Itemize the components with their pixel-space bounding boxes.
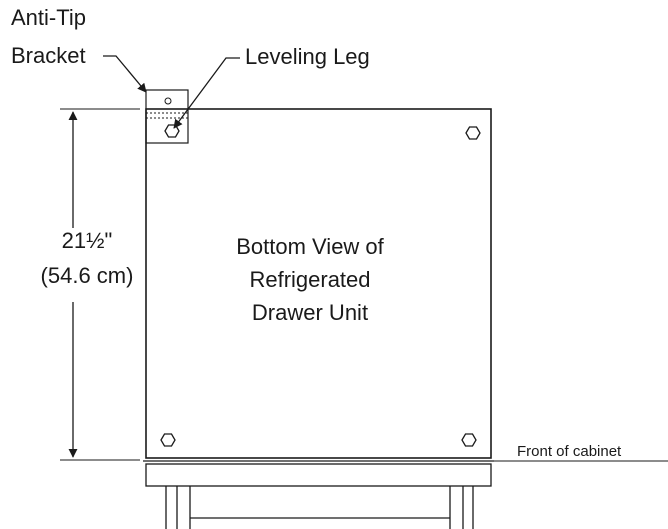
title-line3: Drawer Unit [252, 300, 368, 325]
leveling-leg-front-left [160, 433, 176, 447]
dimension-metric: (54.6 cm) [41, 263, 134, 288]
cabinet-bottom-outline [145, 108, 492, 459]
anti-tip-label-line1: Anti-Tip [11, 5, 86, 30]
leveling-leg-rear-left [164, 124, 180, 138]
anti-tip-bracket-shape [145, 89, 189, 144]
front-of-cabinet-label: Front of cabinet [517, 443, 622, 460]
title-line2: Refrigerated [249, 267, 370, 292]
title-line1: Bottom View of [236, 234, 384, 259]
anti-tip-label-line2: Bracket [11, 43, 86, 68]
leveling-leg-leader [173, 57, 240, 129]
leveling-leg-front-right [461, 433, 477, 447]
dimension-imperial: 21½" [62, 228, 113, 253]
leveling-leg-rear-right [465, 126, 481, 140]
anti-tip-leader [103, 55, 147, 93]
leveling-leg-label: Leveling Leg [245, 44, 370, 69]
front-base-rails [143, 460, 494, 529]
depth-dimension [60, 108, 140, 461]
